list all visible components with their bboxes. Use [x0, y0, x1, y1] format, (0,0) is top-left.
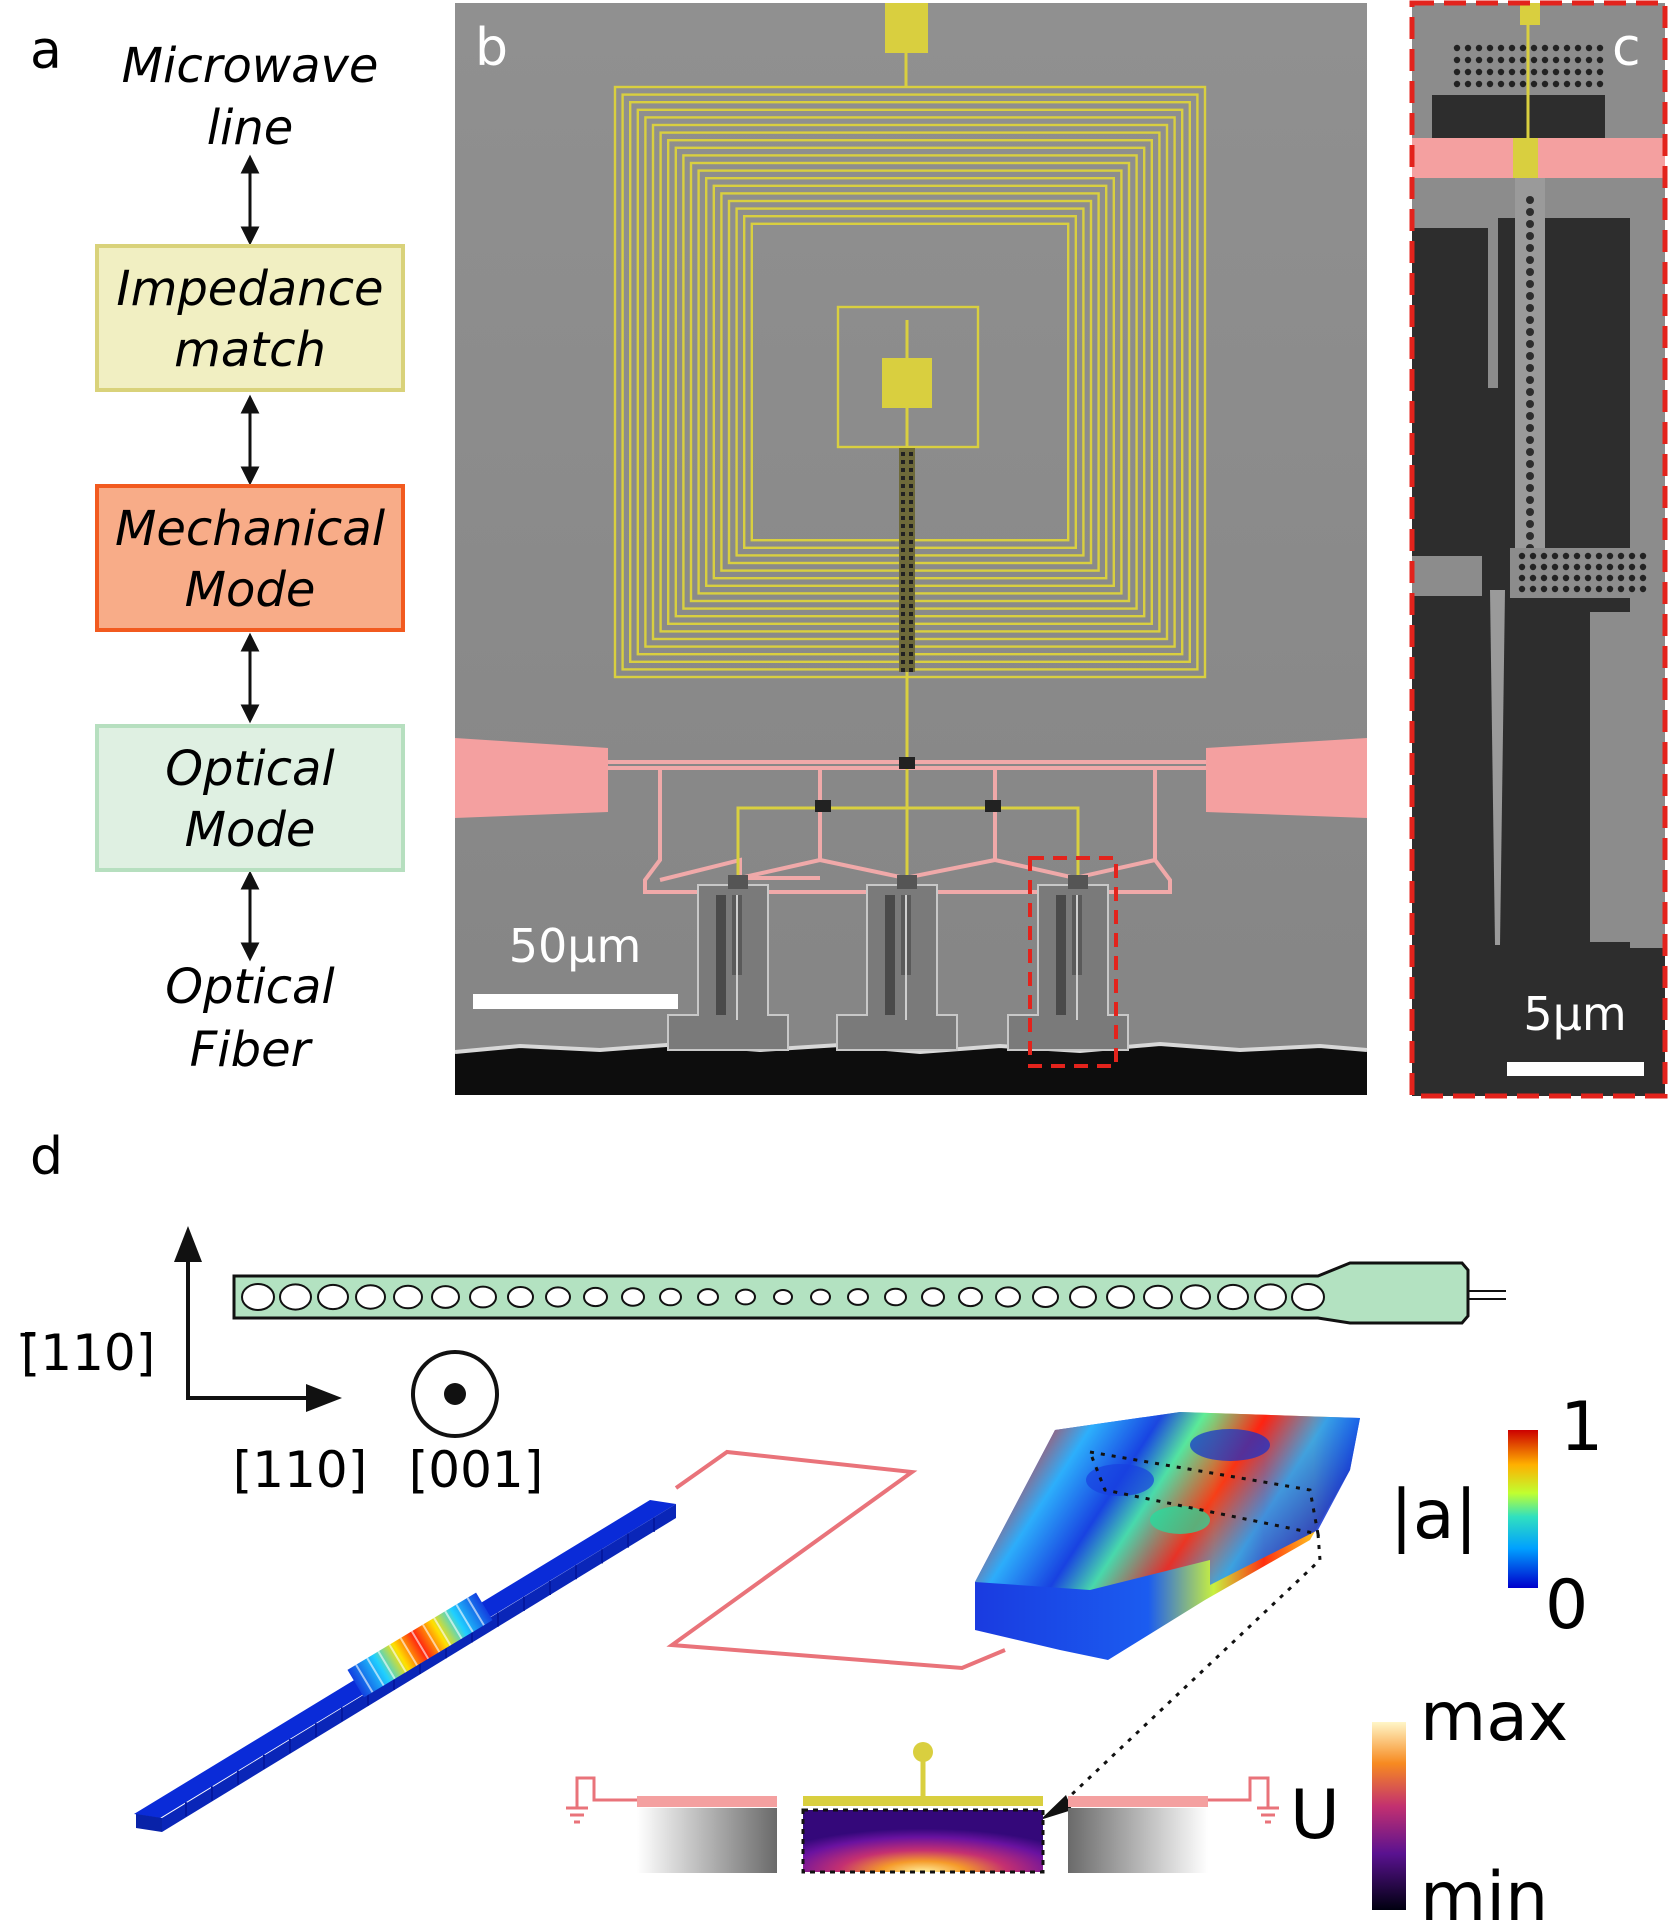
- cross-section: [566, 1742, 1279, 1874]
- flow-arrows: [240, 154, 260, 962]
- left-electrode-pad: [455, 738, 608, 818]
- flow-bottom-label-line1: Optical: [165, 959, 335, 1015]
- sem-image-c: 5μm c: [1409, 0, 1668, 1099]
- flow-bottom-label-line2: Fiber: [190, 1022, 314, 1078]
- sem-b-edge-highlight: [454, 1041, 1368, 1055]
- ground-left-icon: [566, 1776, 637, 1824]
- impedance-match-box: [95, 244, 405, 392]
- panel-label-b: b: [475, 18, 508, 78]
- mechanical-mode-hotspot: [347, 1592, 493, 1698]
- out-of-plane-icon: [411, 1350, 499, 1438]
- axis-label-vertical: [̄110]: [20, 1324, 155, 1382]
- sem-c-electrode-strip: [1412, 138, 1665, 178]
- substrate-left: [637, 1808, 777, 1873]
- mechanical-mode-line2: Mode: [185, 562, 316, 618]
- optical-mode-box: [95, 724, 405, 872]
- electrode-left: [637, 1796, 777, 1807]
- scale-label-b: 50μm: [509, 919, 642, 973]
- nanobeam-schematic: [232, 1261, 1506, 1325]
- flow-top-label-line2: line: [207, 100, 294, 156]
- sem-b-bottom-edge: [455, 1044, 1367, 1095]
- substrate-right: [1068, 1808, 1208, 1873]
- sem-c-hole-array-bottom: [1518, 552, 1647, 593]
- optical-mode-line2: Mode: [185, 802, 316, 858]
- flow-chart: Microwave line Impedance match Mechanica…: [95, 38, 405, 1078]
- crossover-markers: [815, 757, 1001, 812]
- mechanical-mode-line1: Mechanical: [115, 501, 386, 557]
- sem-c-frame: [1409, 0, 1668, 1099]
- mechanical-beam-cells: [185, 1517, 655, 1817]
- optomechanical-devices: [667, 875, 1129, 1051]
- scale-label-c: 5μm: [1523, 987, 1626, 1041]
- colorbar-amp-label: |a|: [1390, 1476, 1478, 1555]
- colorbar-u-max: max: [1420, 1678, 1568, 1757]
- panel-label-c: c: [1612, 18, 1641, 78]
- right-electrode-pad: [1206, 738, 1367, 818]
- colorbar-strain: max min U: [1290, 1678, 1568, 1920]
- capacitor-comb-dots: [901, 452, 913, 672]
- scale-bar-b: [473, 994, 678, 1009]
- sem-image-b: 50μm b: [454, 3, 1368, 1095]
- flow-top-label-line1: Microwave: [122, 38, 379, 94]
- colorbar-u-label: U: [1290, 1776, 1340, 1855]
- nanobeam-holes: [241, 1283, 1325, 1311]
- top-bond-pad: [885, 3, 928, 53]
- center-pad: [882, 358, 932, 408]
- sem-c-pad: [1513, 138, 1538, 178]
- pink-electrode-trace: [666, 1449, 1006, 1671]
- branch-lines: [736, 760, 1080, 880]
- scale-bar-c: [1507, 1062, 1644, 1076]
- gold-top-electrode: [803, 1796, 1043, 1806]
- colorbar-amp-min: 0: [1545, 1566, 1588, 1645]
- panel-label-a: a: [30, 21, 62, 81]
- colorbar-amp-max: 1: [1560, 1388, 1603, 1467]
- colorbar-u-min: min: [1420, 1858, 1548, 1920]
- ground-right-icon: [1208, 1776, 1279, 1824]
- axis-label-out-of-plane: [001]: [409, 1441, 543, 1499]
- panel-label-d: d: [30, 1127, 63, 1187]
- sem-c-waveguide: [1490, 590, 1505, 945]
- axis-label-horizontal: [110]: [233, 1441, 367, 1499]
- zoom-region-box: [1028, 856, 1118, 1068]
- mechanical-mode-beam: [134, 1500, 676, 1832]
- sem-c-hole-array-top: [1453, 44, 1604, 88]
- optical-mode-block: [975, 1412, 1360, 1820]
- optical-mode-line1: Optical: [165, 741, 335, 797]
- electrode-right: [1068, 1796, 1208, 1807]
- impedance-match-line1: Impedance: [116, 261, 383, 317]
- mechanical-mode-box: [95, 484, 405, 632]
- piezo-field-region: [801, 1808, 1045, 1874]
- impedance-match-line2: match: [174, 322, 326, 378]
- crystal-axes: [̄110] [110] [001]: [20, 1226, 543, 1499]
- colorbar-amplitude: 1 0 |a|: [1390, 1388, 1603, 1645]
